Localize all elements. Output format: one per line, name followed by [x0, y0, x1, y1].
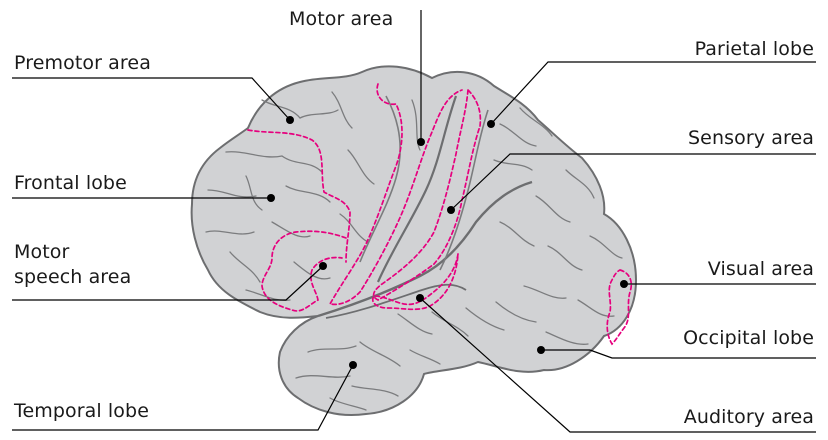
- label-visual-area: Visual area: [707, 258, 814, 280]
- gyri-detail: [205, 91, 623, 411]
- leader-line-motor-speech-area: [12, 265, 324, 301]
- dot-occipital-lobe: [537, 346, 545, 354]
- dot-parietal-lobe: [487, 120, 495, 128]
- postcentral-sulcus: [439, 109, 489, 271]
- sensory-area-boundary: [372, 89, 482, 301]
- leader-lines: [12, 10, 816, 433]
- leader-line-parietal-lobe: [490, 61, 816, 125]
- central-sulcus: [376, 95, 458, 283]
- label-motor-speech-area: Motor speech area: [14, 240, 131, 290]
- label-sensory-area: Sensory area: [688, 127, 814, 149]
- leader-line-temporal-lobe: [12, 364, 354, 431]
- dot-sensory-area: [447, 206, 455, 214]
- label-motor-speech-area-line2: speech area: [14, 266, 132, 288]
- auditory-area-boundary: [371, 253, 459, 311]
- dot-visual-area: [620, 280, 628, 288]
- label-parietal-lobe: Parietal lobe: [694, 38, 814, 60]
- leader-dots: [267, 116, 628, 369]
- label-auditory-area: Auditory area: [683, 406, 814, 428]
- label-frontal-lobe: Frontal lobe: [14, 172, 127, 194]
- leader-line-sensory-area: [450, 153, 816, 211]
- temporal-lobe-edge: [325, 283, 467, 319]
- dot-temporal-lobe: [349, 361, 357, 369]
- dot-frontal-lobe: [267, 194, 275, 202]
- leader-line-premotor-area: [12, 77, 291, 121]
- precentral-sulcus: [359, 95, 401, 263]
- motor-area-boundary: [328, 83, 463, 306]
- dot-motor-speech-area: [319, 262, 327, 270]
- premotor-area-boundary: [247, 129, 351, 263]
- label-premotor-area: Premotor area: [14, 52, 151, 74]
- motor-speech-area-boundary: [261, 230, 347, 312]
- dot-premotor-area: [286, 116, 294, 124]
- label-motor-speech-area-line1: Motor: [14, 241, 70, 263]
- brain-outline: [190, 65, 638, 416]
- label-motor-area: Motor area: [289, 8, 394, 30]
- leader-line-auditory-area: [419, 297, 816, 433]
- leader-line-occipital-lobe: [541, 349, 816, 359]
- dot-auditory-area: [416, 294, 424, 302]
- visual-area-boundary: [606, 269, 633, 346]
- label-temporal-lobe: Temporal lobe: [14, 400, 149, 422]
- dot-motor-area: [417, 138, 425, 146]
- functional-area-boundaries: [247, 83, 633, 346]
- label-occipital-lobe: Occipital lobe: [683, 327, 814, 349]
